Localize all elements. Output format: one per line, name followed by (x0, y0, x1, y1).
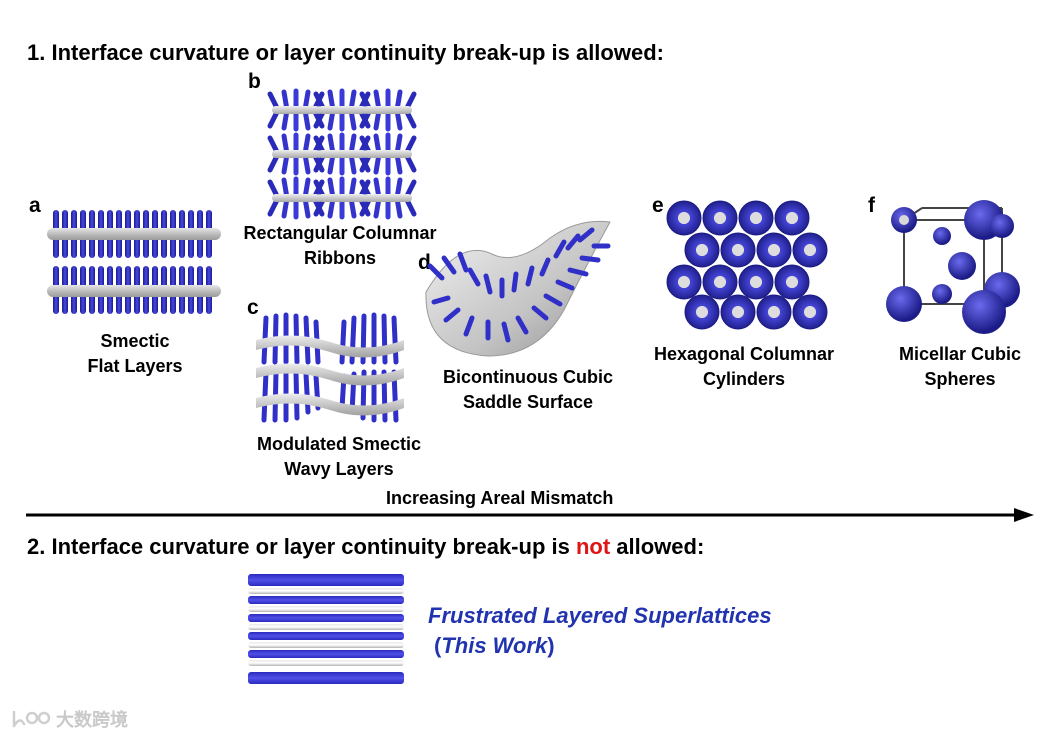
axis-arrow (26, 508, 1034, 522)
bicontinuous-cubic-saddle-surface-illustration (425, 220, 611, 357)
panel-letter-c: c (247, 296, 259, 319)
panel-letter-a: a (29, 194, 41, 217)
modulated-smectic-wavy-layers-illustration (256, 312, 404, 423)
frustrated-layered-superlattices-title: Frustrated Layered Superlattices (428, 603, 772, 628)
rectangular-columnar-ribbons-illustration (264, 88, 418, 220)
axis-label: Increasing Areal Mismatch (386, 488, 614, 508)
smectic-flat-layers-illustration (47, 210, 221, 314)
this-work-label: Frustrated Layered Superlattices (This W… (428, 601, 772, 661)
panel-letter-d: d (418, 251, 431, 274)
hexagonal-columnar-cylinders-illustration (666, 200, 828, 330)
panel-letter-f: f (868, 194, 875, 217)
heading-allowed: 1. Interface curvature or layer continui… (27, 40, 664, 65)
panel-letter-e: e (652, 194, 664, 217)
watermark: 大数跨境 (10, 706, 128, 732)
not-emphasis: not (575, 534, 611, 559)
frustrated-layered-superlattice-illustration (248, 574, 404, 684)
panel-letter-b: b (248, 70, 261, 93)
logo-icon (12, 710, 51, 728)
this-work-note: (This Work) (434, 633, 555, 658)
micellar-cubic-spheres-illustration (886, 200, 1020, 334)
heading-not-allowed: 2. Interface curvature or layer continui… (27, 534, 705, 559)
